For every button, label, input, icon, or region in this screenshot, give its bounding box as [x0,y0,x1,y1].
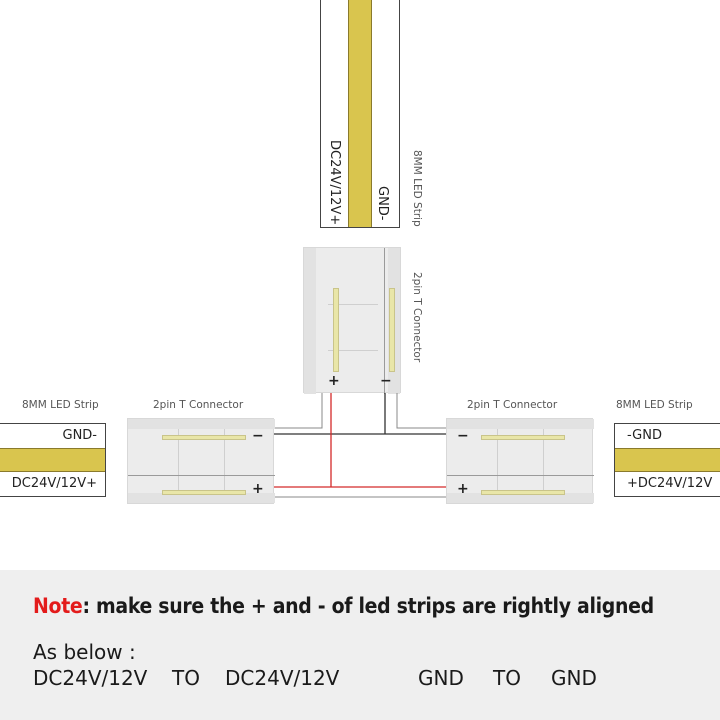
top-connector-plus-sign: + [328,373,340,389]
as-below-label: As below : [33,640,136,664]
pair-ground-to: GND [551,666,597,690]
right-connector-title: 2pin T Connector [467,399,558,411]
top-strip-title: 8MM LED Strip [411,150,423,227]
right-strip-title: 8MM LED Strip [616,399,693,411]
top-led-strip: DC24V/12V+ GND- [320,0,400,228]
right-connector-plus-sign: + [457,481,469,497]
top-connector-minus-sign: − [380,373,392,389]
left-strip-negative-label: GND- [62,428,98,443]
pair-positive-to: DC24V/12V [225,666,340,690]
left-strip-positive-label: DC24V/12V+ [11,476,97,491]
right-strip-negative-label: -GND [627,428,662,443]
pair-positive-from: DC24V/12V [33,666,148,690]
left-t-connector: − + [127,418,275,504]
right-strip-positive-label: +DC24V/12V [627,476,713,491]
left-connector-title: 2pin T Connector [153,399,244,411]
left-strip-led-band [0,448,105,472]
pair-positive-to-word: TO [172,666,200,690]
right-led-strip: -GND +DC24V/12V [614,423,720,497]
top-t-connector: + − [303,247,401,394]
wiring-diagram [273,393,447,498]
pair-ground-to-word: TO [493,666,521,690]
right-t-connector: − + [446,418,594,504]
top-strip-negative-label: GND- [375,186,390,221]
left-connector-minus-sign: − [252,428,264,444]
note-prefix: Note [33,594,83,618]
right-strip-led-band [615,448,720,472]
note-panel: Note: make sure the + and - of led strip… [0,570,720,720]
left-connector-plus-sign: + [252,481,264,497]
top-strip-led-band [348,0,372,227]
top-strip-positive-label: DC24V/12V+ [327,140,342,226]
note-body: : make sure the + and - of led strips ar… [82,594,654,618]
note-text: Note: make sure the + and - of led strip… [33,594,654,618]
left-led-strip: GND- DC24V/12V+ [0,423,106,497]
right-connector-minus-sign: − [457,428,469,444]
top-connector-title: 2pin T Connector [411,272,423,363]
pair-ground-from: GND [418,666,464,690]
left-strip-title: 8MM LED Strip [22,399,99,411]
